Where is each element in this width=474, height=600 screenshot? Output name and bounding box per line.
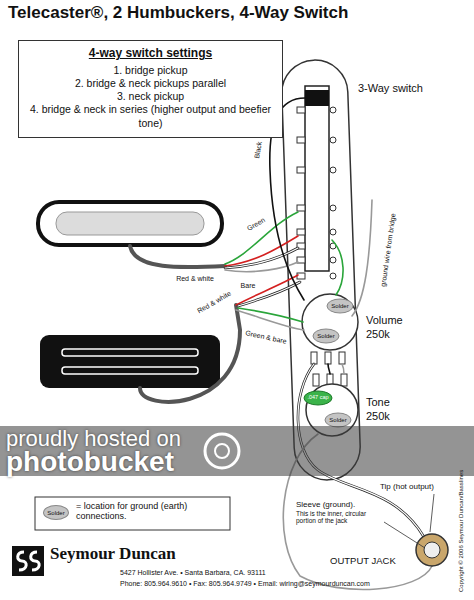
wire-label: Green & bare xyxy=(245,329,288,345)
jack-label: Tip (hot output) xyxy=(380,482,434,491)
setting-item: 2. bridge & neck pickups parallel xyxy=(25,77,276,90)
output-jack xyxy=(384,522,425,548)
switch-lug xyxy=(330,205,336,211)
watermark: photobucket xyxy=(6,446,174,478)
box-heading: 4-way switch settings xyxy=(25,46,276,61)
switch-lug xyxy=(330,137,336,143)
legend-box xyxy=(35,497,230,530)
wire xyxy=(238,282,300,306)
switch-lug xyxy=(297,107,305,113)
jack-note: This is the inner, circular portion of t… xyxy=(296,510,381,525)
brand-logo xyxy=(18,552,26,570)
switch-lug xyxy=(297,273,305,279)
wire-label: Green xyxy=(246,216,266,232)
switch-lug xyxy=(297,167,305,173)
wire xyxy=(352,200,372,316)
bridge-pickup xyxy=(40,335,220,388)
switch-lug xyxy=(297,229,305,235)
jack-label: Sleeve (ground). xyxy=(296,500,355,509)
wire xyxy=(130,246,225,267)
pot-label: Tone xyxy=(366,396,390,409)
switch-lug xyxy=(297,137,305,143)
control-plate xyxy=(281,59,362,481)
switch-lug xyxy=(330,273,336,279)
legend-text: = location for ground (earth) connection… xyxy=(76,501,226,522)
wire xyxy=(328,364,330,374)
wire-label: ground wire from bridge xyxy=(379,213,396,287)
volume-pot xyxy=(327,299,353,313)
wire xyxy=(140,305,240,402)
jack-label: OUTPUT JACK xyxy=(330,556,396,567)
volume-pot xyxy=(339,352,345,364)
neck-pickup xyxy=(38,202,222,245)
setting-item: 4. bridge & neck in series (higher outpu… xyxy=(25,103,276,129)
pot-value: 250k xyxy=(366,328,390,341)
output-jack xyxy=(430,494,434,532)
volume-pot xyxy=(302,294,358,364)
wire xyxy=(332,240,343,295)
output-jack xyxy=(416,534,448,566)
setting-item: 3. neck pickup xyxy=(25,90,276,103)
wire-label: Black xyxy=(253,141,263,159)
control-plate xyxy=(281,59,362,481)
legend-box xyxy=(35,497,230,530)
tone-pot xyxy=(341,374,347,386)
contact-line: Phone: 805.964.9610 • Fax: 805.964.9749 … xyxy=(120,580,370,588)
setting-item: 1. bridge pickup xyxy=(25,64,276,77)
output-jack xyxy=(424,542,440,558)
switch-lug xyxy=(330,107,336,113)
diagram-title: Telecaster®, 2 Humbuckers, 4-Way Switch xyxy=(8,3,348,23)
watermark-band xyxy=(215,444,229,458)
brand-name: Seymour Duncan xyxy=(50,544,176,564)
wire-label: Red & white xyxy=(176,275,214,282)
wire xyxy=(238,282,300,306)
brand-logo xyxy=(31,552,39,570)
address-line: 5427 Hollister Ave. • Santa Barbara, CA.… xyxy=(120,569,266,577)
switch-lug xyxy=(330,167,336,173)
switch-lug xyxy=(330,257,336,263)
wire xyxy=(236,310,304,330)
switch-lug xyxy=(297,205,305,211)
copyright-note: Copyright © 2006 Seymour Duncan/Bassline… xyxy=(458,470,465,592)
volume-pot xyxy=(302,294,358,350)
volume-pot xyxy=(325,352,331,364)
tone-pot xyxy=(304,391,332,405)
wire xyxy=(225,212,298,264)
tone-pot xyxy=(313,374,319,386)
bridge-pickup xyxy=(62,367,198,374)
solder-label: Solder xyxy=(317,333,334,339)
pot-label: Volume xyxy=(366,314,403,327)
wire xyxy=(342,364,344,374)
pot-value: 250k xyxy=(366,410,390,423)
volume-pot xyxy=(311,352,317,364)
switch-label: 3-Way switch xyxy=(358,82,423,95)
three-way-switch xyxy=(297,86,336,279)
volume-pot xyxy=(313,329,339,343)
neck-pickup xyxy=(38,202,222,245)
watermark-band xyxy=(205,434,239,468)
switch-lug xyxy=(297,107,336,279)
brand-logo xyxy=(12,546,44,576)
neck-pickup xyxy=(56,212,204,235)
tone-pot xyxy=(325,413,351,427)
settings-box: 4-way switch settings 1. bridge pickup2. … xyxy=(18,40,283,138)
solder-label: Solder xyxy=(329,417,346,423)
solder-label: Solder xyxy=(331,303,348,309)
bridge-pickup xyxy=(62,349,198,356)
bridge-pickup xyxy=(40,335,220,388)
brand-logo xyxy=(12,546,44,576)
wire-label: Bare xyxy=(241,282,256,289)
capacitor-label: .047 cap xyxy=(307,395,328,401)
three-way-switch xyxy=(305,86,329,271)
solder-label: Solder xyxy=(47,510,64,516)
switch-lug xyxy=(330,229,336,235)
wire xyxy=(236,275,298,305)
wire xyxy=(238,308,303,322)
wire-label: Red & white xyxy=(196,290,232,315)
three-way-switch xyxy=(305,90,329,106)
